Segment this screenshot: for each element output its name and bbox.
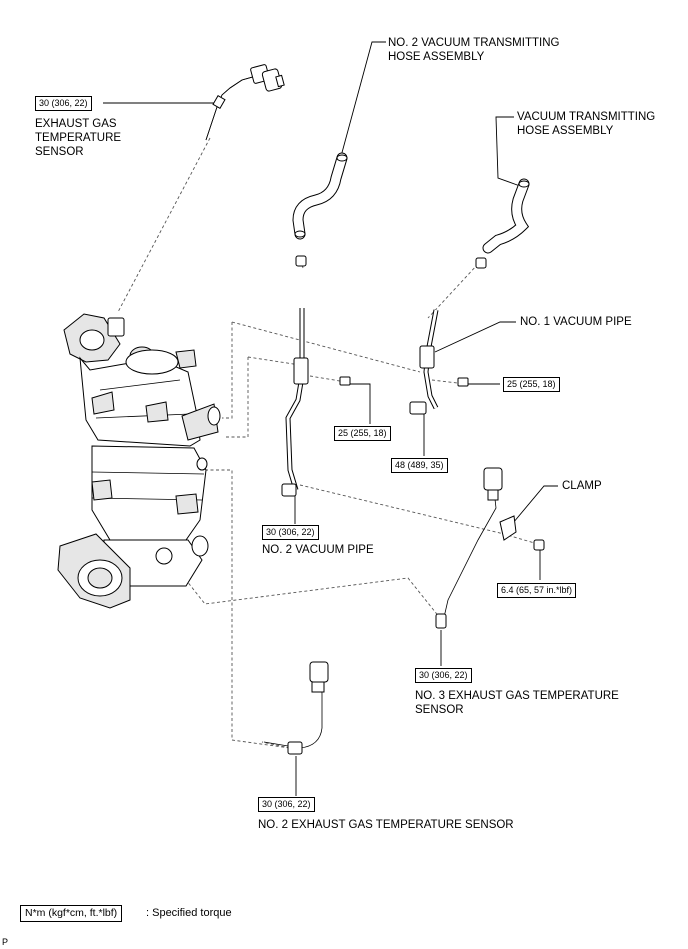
vacuum-transmitting-hose [475, 178, 530, 269]
no3-egt-sensor-label-line2: SENSOR [415, 704, 464, 716]
no3-egt-sensor-label: NO. 3 EXHAUST GAS TEMPERATURE [415, 690, 619, 702]
clamp-label: CLAMP [562, 480, 602, 492]
no1-vacuum-pipe-bolt-torque: 25 (255, 18) [503, 377, 560, 392]
no2-egt-sensor-label: NO. 2 EXHAUST GAS TEMPERATURE SENSOR [258, 819, 514, 831]
torque-unit-legend-box: N*m (kgf*cm, ft.*lbf) [20, 905, 123, 922]
no2-vacuum-pipe-sensor-torque: 30 (306, 22) [262, 525, 319, 540]
egt-sensor-label-line2: TEMPERATURE [35, 132, 122, 144]
egt-sensor-label: EXHAUST GAS [35, 118, 117, 130]
clamp-nut-torque: 6.4 (65, 57 in.*lbf) [497, 583, 577, 598]
no2-vacuum-hose-label: NO. 2 VACUUM TRANSMITTING [388, 37, 560, 49]
no2-vacuum-pipe-label: NO. 2 VACUUM PIPE [262, 544, 374, 556]
no2-egt-sensor-torque: 30 (306, 22) [258, 797, 315, 812]
no2-vacuum-transmitting-hose [292, 152, 348, 267]
clamp [499, 515, 517, 541]
bolts [339, 376, 545, 551]
exhaust-gas-temperature-sensor [205, 64, 285, 141]
exhaust-manifold-converter [57, 313, 221, 609]
vacuum-hose-label-line2: HOSE ASSEMBLY [517, 125, 614, 137]
no1-vacuum-pipe [409, 309, 439, 415]
torque-legend-text: : Specified torque [146, 907, 232, 919]
no3-exhaust-gas-temperature-sensor [435, 467, 503, 629]
no2-vacuum-pipe [281, 308, 309, 497]
no2-vacuum-pipe-bolt-torque: 25 (255, 18) [334, 426, 391, 441]
egt-sensor-torque: 30 (306, 22) [35, 96, 92, 111]
vacuum-hose-label: VACUUM TRANSMITTING [517, 111, 656, 123]
no2-vacuum-hose-label-line2: HOSE ASSEMBLY [388, 51, 485, 63]
alignment-lines [117, 137, 539, 749]
no2-exhaust-gas-temperature-sensor [263, 661, 329, 755]
egt-sensor-label-line3: SENSOR [35, 146, 84, 158]
page-mark: P [2, 937, 9, 947]
no1-vacuum-pipe-sensor-torque: 48 (489, 35) [391, 458, 448, 473]
no1-vacuum-pipe-label: NO. 1 VACUUM PIPE [520, 316, 632, 328]
leader-lines [103, 41, 558, 796]
no3-egt-sensor-torque: 30 (306, 22) [415, 668, 472, 683]
